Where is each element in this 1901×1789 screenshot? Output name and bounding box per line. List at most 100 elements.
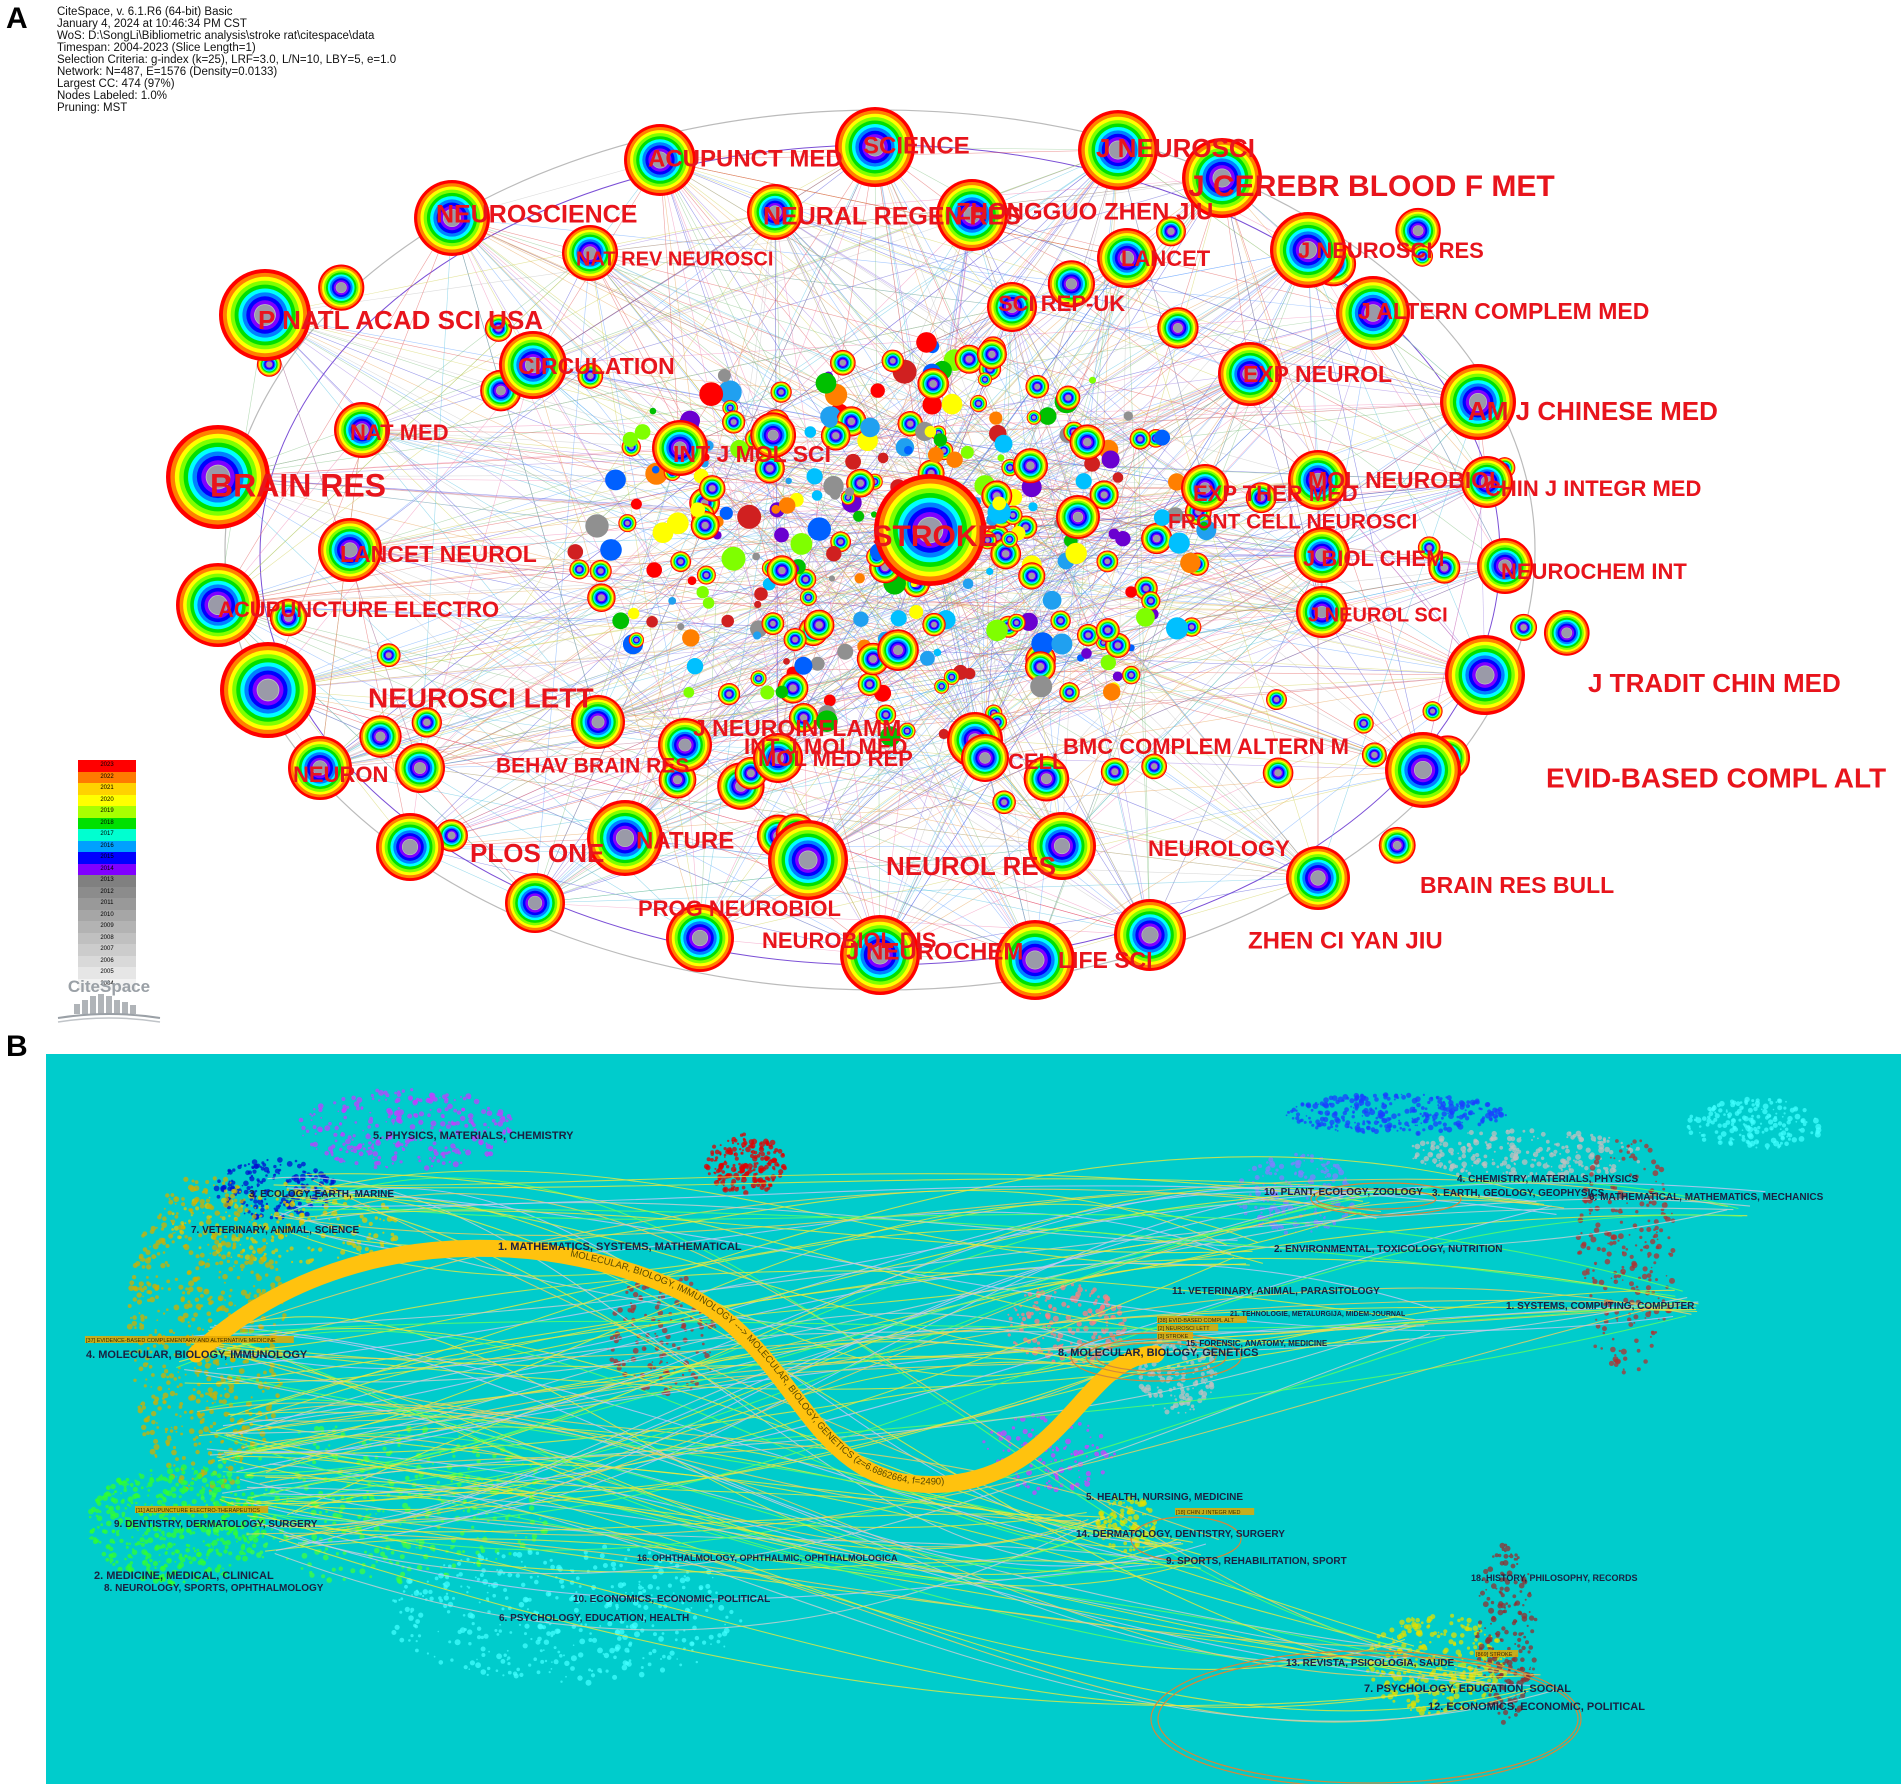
journal-dot	[146, 1290, 151, 1294]
minor-ring-node	[992, 790, 1016, 815]
journal-label: NEUROSCIENCE	[436, 201, 637, 229]
minor-node	[1076, 623, 1100, 647]
minor-node	[1180, 552, 1201, 574]
journal-dot	[1464, 1116, 1470, 1121]
journal-label: EXP NEUROL	[1243, 361, 1392, 387]
journal-dot	[238, 1225, 243, 1230]
journal-dot	[1268, 1171, 1273, 1176]
minor-node	[677, 623, 685, 631]
journal-dot	[273, 1207, 276, 1210]
journal-node	[1270, 212, 1346, 288]
journal-dot	[168, 1373, 175, 1379]
journal-node	[1286, 846, 1350, 910]
journal-dot	[465, 1093, 472, 1099]
journal-dot	[339, 1122, 343, 1126]
journal-dot	[725, 1615, 729, 1619]
journal-dot	[559, 1654, 563, 1658]
journal-dot	[214, 1484, 217, 1486]
journal-dot	[1279, 1175, 1285, 1181]
journal-dot	[161, 1237, 166, 1243]
journal-dot	[199, 1199, 205, 1205]
journal-dot	[642, 1589, 647, 1593]
journal-dot	[1294, 1171, 1297, 1174]
journal-dot	[452, 1596, 455, 1600]
journal-dot	[201, 1328, 205, 1331]
journal-dot	[374, 1547, 380, 1554]
journal-dot	[239, 1190, 242, 1193]
journal-dot	[652, 1648, 657, 1654]
journal-dot	[224, 1299, 227, 1301]
journal-dot	[1744, 1124, 1748, 1128]
journal-dot	[226, 1531, 230, 1536]
journal-dot	[399, 1610, 403, 1614]
journal-dot	[177, 1366, 181, 1370]
journal-dot	[1329, 1102, 1335, 1108]
minor-node	[826, 546, 842, 562]
journal-dot	[760, 1151, 765, 1157]
journal-dot	[1361, 1095, 1366, 1101]
journal-dot	[1419, 1140, 1426, 1147]
journal-dot	[164, 1261, 168, 1265]
journal-dot	[477, 1553, 482, 1557]
journal-dot	[1761, 1108, 1763, 1111]
journal-dot	[494, 1629, 498, 1632]
journal-dot	[335, 1552, 339, 1556]
journal-dot	[131, 1536, 134, 1539]
journal-dot	[396, 1092, 402, 1097]
journal-dot	[382, 1219, 385, 1222]
journal-dot	[1352, 1107, 1355, 1109]
journal-dot	[1092, 1287, 1097, 1292]
journal-dot	[304, 1211, 310, 1217]
journal-dot	[228, 1294, 232, 1298]
journal-dot	[506, 1658, 509, 1661]
journal-dot	[444, 1097, 449, 1102]
journal-dot	[173, 1304, 180, 1311]
journal-dot	[1038, 1457, 1042, 1462]
journal-dot	[455, 1121, 460, 1126]
journal-dot	[551, 1661, 553, 1663]
journal-dot	[134, 1542, 138, 1546]
minor-node	[771, 504, 781, 514]
journal-dot	[185, 1543, 189, 1547]
journal-dot	[208, 1196, 211, 1199]
journal-dot	[1580, 1232, 1583, 1235]
journal-dot	[674, 1638, 678, 1642]
citespace-logo-text: CiteSpace	[68, 977, 150, 996]
journal-dot	[233, 1265, 236, 1268]
minor-node	[646, 616, 658, 628]
journal-dot	[656, 1586, 660, 1590]
journal-dot	[205, 1529, 211, 1535]
journal-dot	[221, 1181, 226, 1185]
journal-dot	[320, 1117, 323, 1119]
journal-dot	[1438, 1162, 1444, 1167]
journal-dot	[1609, 1164, 1612, 1167]
journal-dot	[491, 1145, 494, 1148]
journal-dot	[599, 1625, 602, 1627]
journal-dot	[1639, 1227, 1644, 1233]
journal-dot	[240, 1545, 246, 1551]
journal-dot	[1665, 1275, 1668, 1277]
journal-dot	[207, 1451, 213, 1456]
minor-node	[752, 552, 761, 561]
journal-dot	[1603, 1166, 1606, 1170]
journal-dot	[1249, 1193, 1252, 1196]
journal-dot	[661, 1632, 665, 1635]
journal-dot	[128, 1542, 132, 1545]
journal-dot	[638, 1580, 641, 1583]
legend-year-2012: 2012	[78, 886, 136, 898]
journal-dot	[1381, 1102, 1385, 1106]
journal-dot	[1646, 1227, 1652, 1232]
journal-dot	[125, 1542, 129, 1546]
journal-dot	[177, 1224, 184, 1230]
journal-dot	[385, 1098, 387, 1101]
journal-dot	[1700, 1133, 1704, 1137]
journal-dot	[241, 1425, 246, 1430]
journal-dot	[1549, 1152, 1555, 1158]
minor-node	[721, 614, 734, 628]
journal-dot	[379, 1218, 382, 1221]
journal-dot	[486, 1106, 491, 1110]
journal-dot	[100, 1523, 104, 1527]
minor-node	[799, 588, 817, 606]
journal-dot	[714, 1167, 717, 1170]
journal-dot	[1414, 1124, 1417, 1127]
